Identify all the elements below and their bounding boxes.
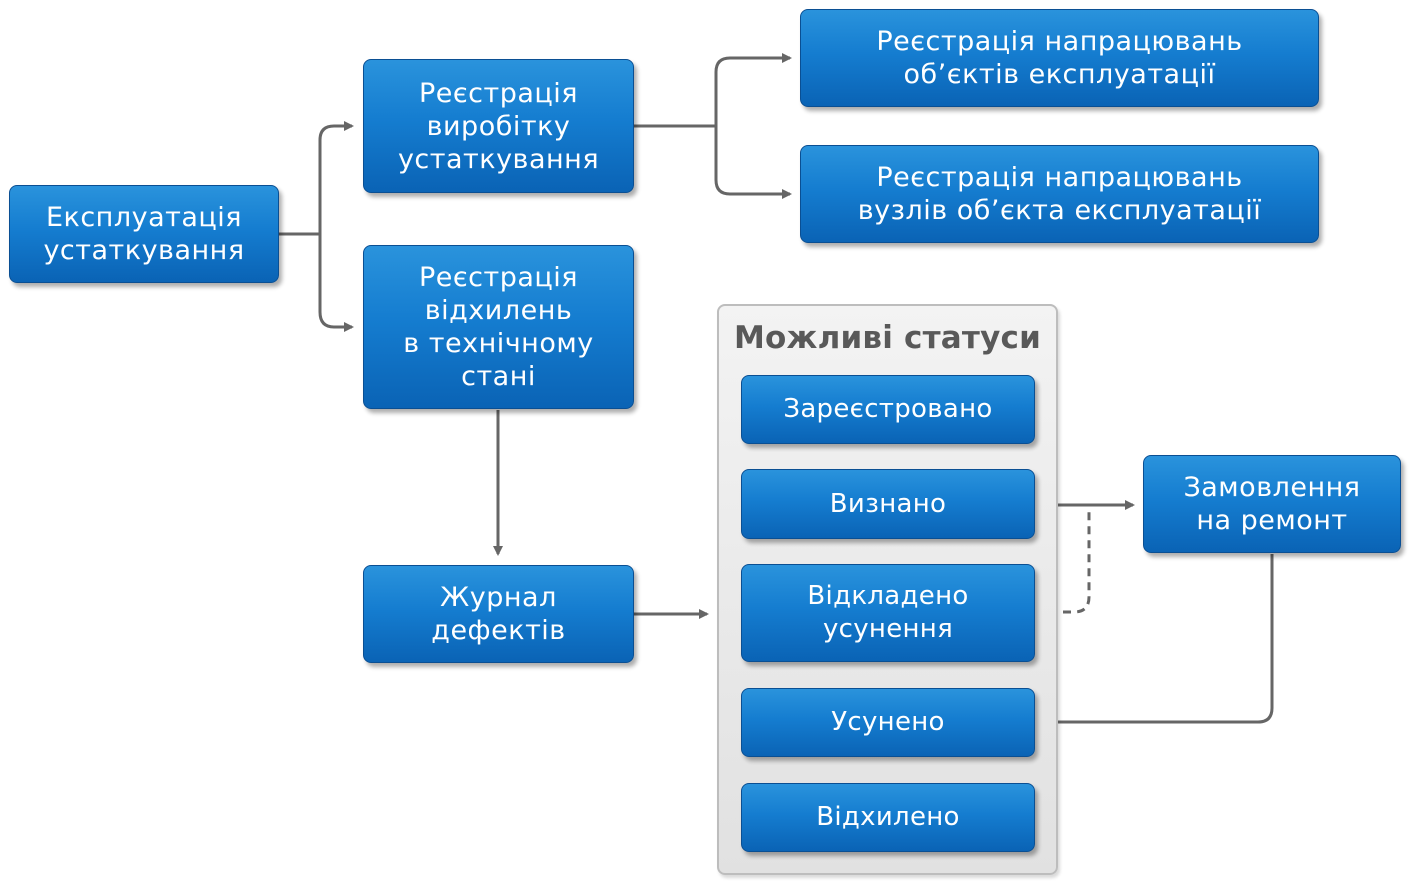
node-repair-order: Замовлення на ремонт	[1143, 455, 1401, 553]
node-defect-log: Журнал дефектів	[363, 565, 634, 663]
node-object-hours-label: Реєстрація напрацювань об’єктів експлуат…	[876, 26, 1243, 90]
node-output-registration-label: Реєстрація виробітку устаткування	[397, 77, 600, 175]
node-defect-log-label: Журнал дефектів	[431, 582, 566, 646]
status-fixed: Усунено	[741, 688, 1035, 757]
node-unit-hours-label: Реєстрація напрацювань вузлів об’єкта ек…	[857, 162, 1262, 226]
arrow-repair-to-fixed	[1043, 554, 1274, 727]
arrow-to-unit-hours	[714, 126, 792, 199]
node-output-registration: Реєстрація виробітку устаткування	[363, 59, 634, 193]
status-fixed-label: Усунено	[831, 707, 945, 737]
arrow-to-object-hours	[714, 53, 792, 126]
node-unit-hours: Реєстрація напрацювань вузлів об’єкта ек…	[800, 145, 1319, 243]
status-registered: Зареєстровано	[741, 375, 1035, 444]
node-operation: Експлуатація устаткування	[9, 185, 279, 283]
status-registered-label: Зареєстровано	[783, 394, 993, 424]
status-acknowledged: Визнано	[741, 469, 1035, 539]
arrow-to-output-registration	[318, 121, 354, 234]
node-operation-label: Експлуатація устаткування	[43, 202, 245, 266]
dashed-postponed-to-repair	[1035, 507, 1091, 614]
node-deviation-registration: Реєстрація відхилень в технічному стані	[363, 245, 634, 409]
status-postponed-label: Відкладено усунення	[807, 581, 969, 644]
status-acknowledged-label: Визнано	[829, 488, 947, 519]
status-postponed: Відкладено усунення	[741, 564, 1035, 662]
node-object-hours: Реєстрація напрацювань об’єктів експлуат…	[800, 9, 1319, 107]
node-repair-order-label: Замовлення на ремонт	[1183, 472, 1361, 536]
node-deviation-registration-label: Реєстрація відхилень в технічному стані	[403, 262, 594, 392]
status-rejected: Відхилено	[741, 783, 1035, 852]
status-rejected-label: Відхилено	[816, 802, 960, 832]
statuses-title: Можливі статуси	[734, 320, 1041, 356]
arrow-to-deviation-registration	[318, 234, 354, 332]
